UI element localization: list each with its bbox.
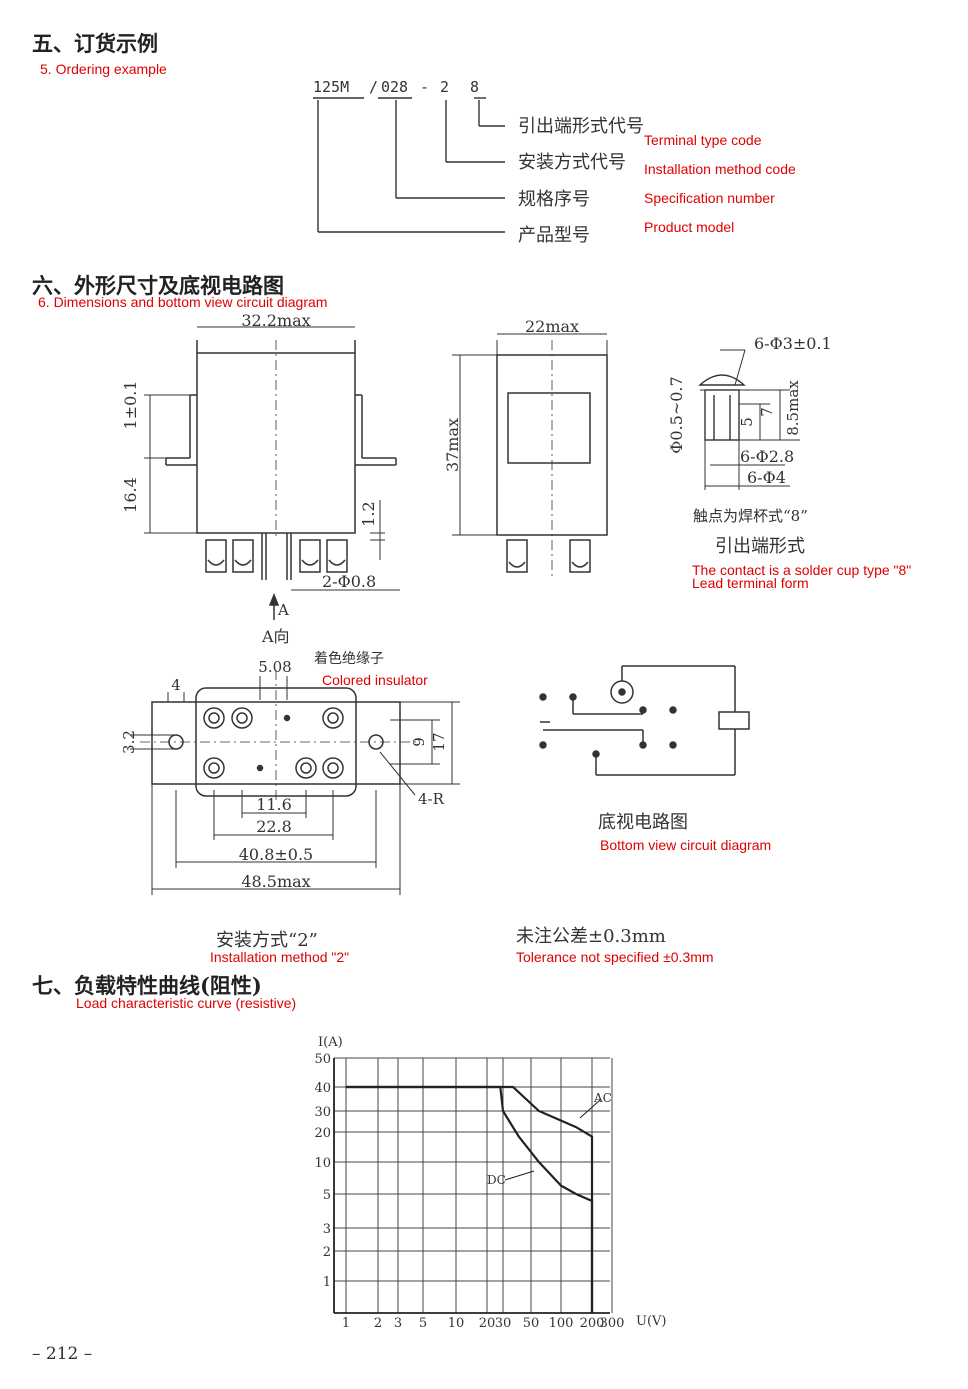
dim-bottom-22-8: 22.8 [256,817,292,836]
code-dash: - [420,78,430,96]
view-arrow-label: A [277,601,289,619]
label-terminal-en: Terminal type code [644,132,762,148]
cup-note-cn: 触点为焊杯式“8” [693,507,808,525]
code-terminal: 8 [470,78,480,96]
label-install-en: Installation method code [644,161,796,177]
dim-cup-7: 7 [758,407,776,417]
y-tick-label: 20 [314,1126,331,1141]
dim-bottom-17: 17 [430,732,448,751]
x-tick-label: 3 [394,1316,402,1331]
series-leader-dc [504,1170,535,1181]
series-label-dc: DC [487,1173,506,1187]
dim-depth-max: 22max [525,317,579,336]
page-number: – 212 – [32,1344,93,1364]
label-spec-cn: 规格序号 [518,189,590,210]
dim-16-4: 16.4 [121,477,140,513]
label-terminal-cn: 引出端形式代号 [518,116,644,137]
dim-width-max: 32.2max [241,311,310,330]
series-label-ac: AC [593,1091,612,1105]
bottom-view-en: Bottom view circuit diagram [600,837,772,853]
dim-bottom-3-2: 3.2 [120,730,138,754]
y-tick-label: 30 [314,1105,331,1120]
code-spec: 028 [381,78,409,96]
x-tick-label: 30 [495,1316,512,1331]
x-axis-label: U(V) [636,1314,667,1329]
section6-title-en: 6. Dimensions and bottom view circuit di… [38,294,328,310]
section7-title-en: Load characteristic curve (resistive) [76,995,297,1011]
section7-title: 七、负载特性曲线(阻性) [32,973,262,998]
dim-height-max: 37max [443,418,462,472]
y-axis-label: I(A) [318,1035,343,1050]
x-tick-label: 100 [549,1316,574,1331]
y-tick-label: 3 [323,1222,331,1237]
code-install: 2 [440,78,450,96]
dim-bottom-9: 9 [410,737,428,747]
section5-title-en: 5. Ordering example [40,61,167,77]
code-sep: / [369,78,379,96]
x-tick-label: 10 [448,1316,465,1331]
bottom-view [130,670,460,895]
tolerance-cn: 未注公差±0.3mm [516,926,666,947]
y-tick-label: 50 [314,1052,331,1067]
dim-pin-length: 1.2 [359,501,378,526]
lead-form-cn: 引出端形式 [715,536,805,557]
y-tick-label: 10 [314,1156,331,1171]
label-model-cn: 产品型号 [518,225,590,246]
series-dc-line [346,1085,594,1313]
dim-cup-wire: Φ0.5~0.7 [667,376,686,453]
install-method-cn: 安装方式“2” [216,930,318,951]
dim-bottom-40-8: 40.8±0.5 [239,845,313,864]
x-tick-label: 50 [523,1316,540,1331]
dim-flange: 1±0.1 [121,380,140,429]
install-method-en: Installation method "2" [210,949,350,965]
dim-bottom-5-08: 5.08 [258,658,291,676]
solder-cup-detail [698,349,800,490]
label-model-en: Product model [644,219,735,235]
view-a-label: A向 [261,627,290,646]
label-install-cn: 安装方式代号 [518,152,626,173]
dim-bottom-11-6: 11.6 [256,795,292,814]
code-model: 125M [313,78,350,96]
dim-pin-diameter: 2-Φ0.8 [322,572,376,591]
dim-bottom-4r: 4-R [418,790,445,808]
dim-cup-8-5: 8.5max [784,380,802,436]
dim-bottom-48-5: 48.5max [241,872,310,891]
x-tick-label: 1 [342,1316,350,1331]
circuit-diagram [539,665,750,776]
y-tick-label: 2 [323,1245,331,1260]
section6-title: 六、外形尺寸及底视电路图 [32,273,284,298]
x-tick-label: 20 [479,1316,496,1331]
x-tick-label: 200 [580,1316,605,1331]
side-view [452,333,608,580]
front-view [144,326,400,620]
bottom-view-cn: 底视电路图 [598,812,688,833]
dim-bottom-4: 4 [171,676,181,694]
y-tick-label: 40 [314,1081,331,1096]
lead-form-en: Lead terminal form [692,575,809,591]
series-leader-ac [579,1099,601,1119]
series-ac-line [346,1085,594,1313]
dim-cup-2-8: 6-Φ2.8 [740,447,794,466]
insulator-cn: 着色绝缘子 [314,651,384,667]
insulator-en: Colored insulator [322,672,428,688]
cup-note-en: The contact is a solder cup type "8" [692,562,912,578]
label-spec-en: Specification number [644,190,775,206]
dim-cup-4: 6-Φ4 [747,468,786,487]
y-tick-label: 1 [323,1275,331,1290]
dim-cup-5: 5 [738,417,756,427]
x-tick-label: 2 [374,1316,382,1331]
y-tick-label: 5 [323,1188,331,1203]
dim-cup-outer: 6-Φ3±0.1 [754,334,832,353]
tolerance-en: Tolerance not specified ±0.3mm [516,949,714,965]
x-tick-label: 5 [419,1316,427,1331]
x-tick-label: 300 [600,1316,625,1331]
section5-title: 五、订货示例 [32,31,158,56]
